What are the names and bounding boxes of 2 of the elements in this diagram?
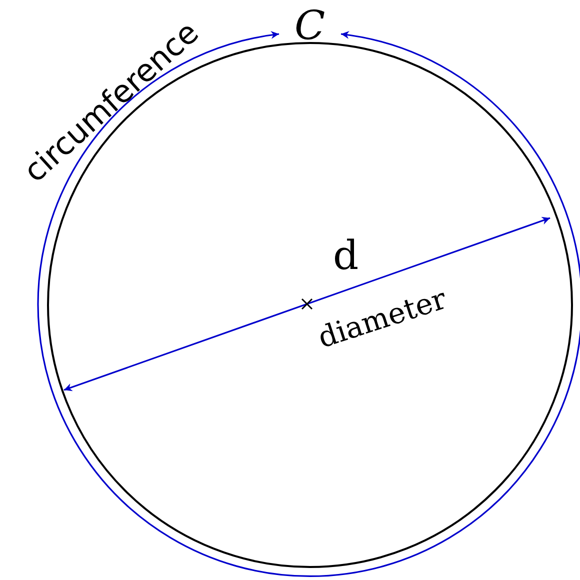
symbol-label: C — [294, 6, 326, 46]
symbol-label: d — [333, 236, 359, 276]
